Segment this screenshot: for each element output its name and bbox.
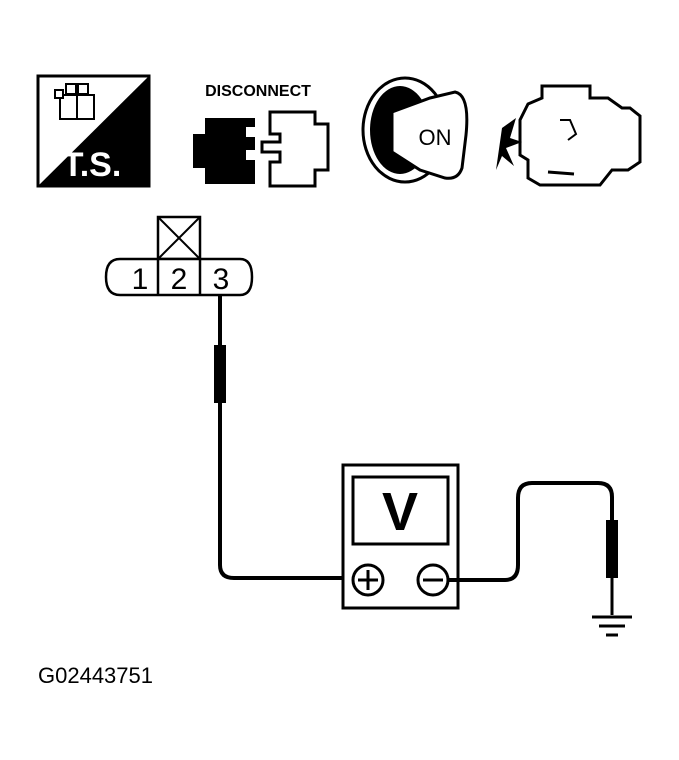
ground-symbol [592, 615, 632, 637]
figure-code: G02443751 [38, 663, 153, 688]
disconnect-label: DISCONNECT [205, 83, 311, 100]
engine-icon [496, 84, 642, 187]
connector-pin-2: 2 [171, 263, 188, 296]
connector-pin-1: 1 [132, 263, 149, 296]
voltmeter: V [341, 463, 460, 610]
ts-icon: T.S. [36, 74, 151, 188]
disconnect-icon: DISCONNECT [193, 83, 330, 188]
ignition-on-icon: ON [361, 76, 469, 184]
ts-label: T.S. [63, 146, 122, 184]
positive-terminal [351, 563, 385, 597]
connector-pin-3: 3 [213, 263, 230, 296]
negative-probe-lead [448, 481, 618, 615]
negative-terminal [416, 563, 450, 597]
positive-probe-lead [214, 295, 346, 580]
ignition-label: ON [419, 125, 452, 150]
voltmeter-label: V [382, 482, 418, 542]
harness-connector: 1 2 3 [104, 215, 254, 297]
